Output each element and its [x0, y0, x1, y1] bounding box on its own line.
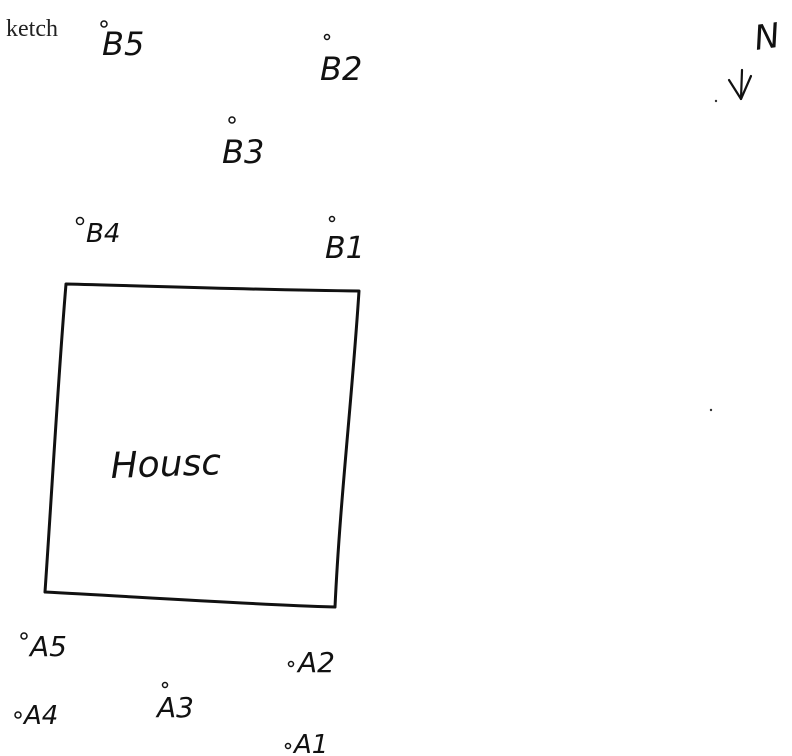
point-label-A5: A5 [28, 630, 67, 663]
point-label-B1: B1 [325, 231, 365, 266]
point-marker-B3: B3 [222, 116, 264, 171]
point-marker-B5: B5 [100, 20, 144, 63]
point-marker-B2: B2 [320, 33, 362, 88]
north-label: N [752, 16, 783, 59]
point-label-B4: B4 [86, 219, 120, 249]
point-marker-A2: A2 [287, 646, 335, 679]
point-marker-B4: B4 [75, 216, 120, 249]
point-label-B5: B5 [102, 25, 144, 63]
sketch-caption: ketch [6, 16, 58, 42]
point-label-B2: B2 [320, 50, 362, 88]
point-marker-B1: B1 [325, 215, 365, 266]
point-label-A4: A4 [22, 701, 58, 731]
north-arrow-icon [727, 68, 753, 101]
point-label-A3: A3 [155, 691, 194, 724]
stray-dot [709, 408, 713, 412]
point-marker-A3: A3 [155, 681, 194, 724]
point-marker-A5: A5 [20, 630, 67, 663]
point-label-A2: A2 [296, 646, 335, 679]
point-marker-A4: A4 [14, 701, 58, 731]
point-label-A1: A1 [292, 730, 328, 756]
point-label-B3: B3 [222, 133, 264, 171]
house-label: Housc [110, 442, 222, 487]
stray-dot [714, 99, 718, 103]
house-outline [43, 282, 361, 609]
point-marker-A1: A1 [284, 730, 328, 756]
